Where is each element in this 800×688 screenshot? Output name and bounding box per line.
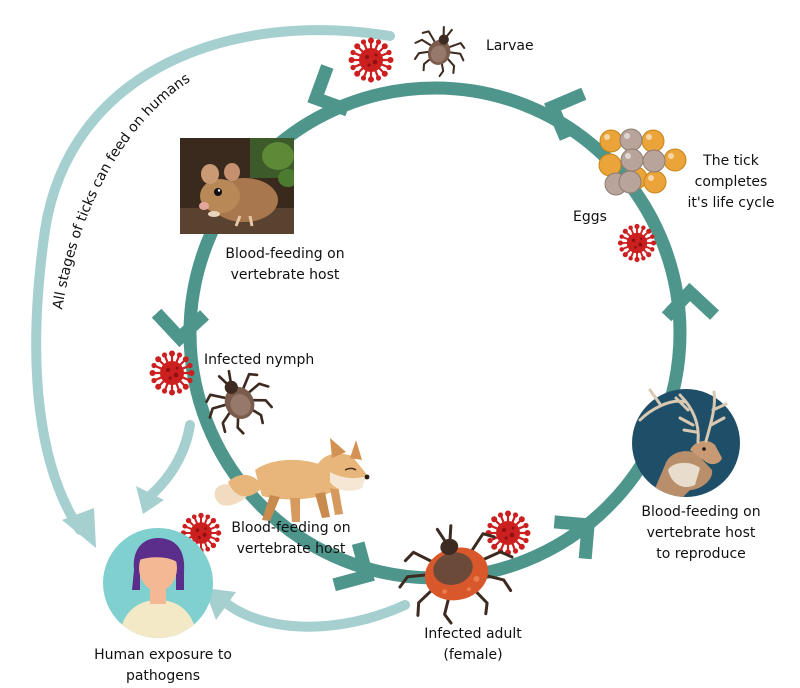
arrow-larvae-to-human: [31, 25, 395, 535]
label-infected-nymph: Infected nymph: [204, 352, 315, 368]
label-blood-feeding-vertebrate: Blood-feeding on vertebrate host: [225, 246, 345, 283]
human-feeding-arrows: [31, 25, 410, 632]
cycle-arrow-top: [544, 87, 587, 141]
arrow-nymph-to-human-head: [136, 486, 164, 514]
cycle-arrow-topleft: [307, 64, 350, 117]
cycle-arrows: [151, 64, 719, 592]
arrow-nymph-to-human: [145, 420, 195, 501]
cycle-arrow-left: [151, 308, 209, 348]
mouse-photo: [180, 138, 294, 234]
arrow-adult-to-human-head: [204, 588, 236, 620]
egg-cluster-icon: [598, 128, 687, 196]
label-human-exposure: Human exposure to pathogens: [94, 647, 232, 684]
human-avatar-icon: [103, 528, 213, 638]
pathogen-icon: [347, 36, 395, 84]
larva-tick-icon: [406, 18, 473, 83]
arrow-larvae-to-human-head: [62, 508, 96, 548]
cycle-arrow-right: [661, 282, 719, 322]
pathogen-icon: [484, 509, 532, 557]
cycle-arrow-bottomleft: [332, 541, 375, 592]
label-blood-feeding-reproduce: Blood-feeding on vertebrate host to repr…: [641, 504, 761, 562]
fox-icon: [214, 438, 370, 522]
deer-icon: [632, 388, 740, 497]
pathogen-icon: [616, 222, 658, 264]
cycle-arrow-bottomright: [553, 515, 596, 560]
label-blood-feeding-fox: Blood-feeding on vertebrate host: [231, 520, 351, 557]
arrow-adult-to-human: [215, 593, 410, 632]
label-eggs: Eggs: [573, 209, 607, 225]
label-larvae: Larvae: [486, 38, 534, 54]
curved-text-path: All stages of ticks can feed on humans: [50, 71, 193, 311]
adult-tick-icon: [398, 524, 514, 625]
curved-text: All stages of ticks can feed on humans: [50, 71, 193, 311]
pathogen-icon: [148, 349, 196, 397]
label-tick-completes: The tick completes it's life cycle: [687, 153, 775, 211]
label-infected-adult: Infected adult (female): [424, 626, 522, 663]
